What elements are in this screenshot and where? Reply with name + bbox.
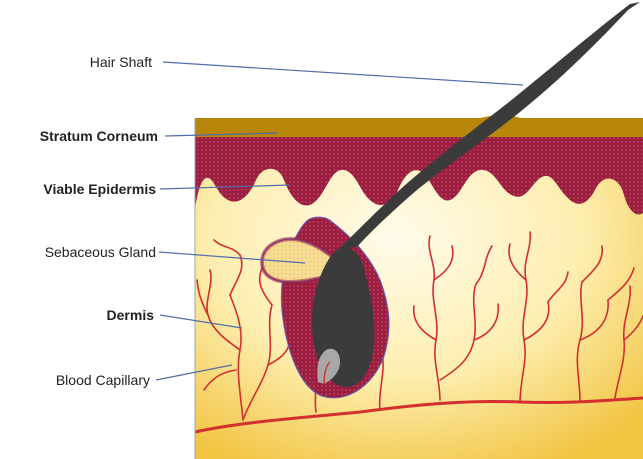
- label-hair-shaft: Hair Shaft: [90, 54, 152, 70]
- label-dermis: Dermis: [107, 307, 155, 323]
- hair-shaft-leader: [163, 62, 523, 85]
- label-sebaceous-gland: Sebaceous Gland: [45, 244, 156, 260]
- label-viable-epidermis: Viable Epidermis: [43, 181, 156, 197]
- stratum-corneum-layer: [195, 115, 643, 138]
- label-blood-capillary: Blood Capillary: [56, 372, 150, 388]
- label-stratum-corneum: Stratum Corneum: [40, 128, 158, 144]
